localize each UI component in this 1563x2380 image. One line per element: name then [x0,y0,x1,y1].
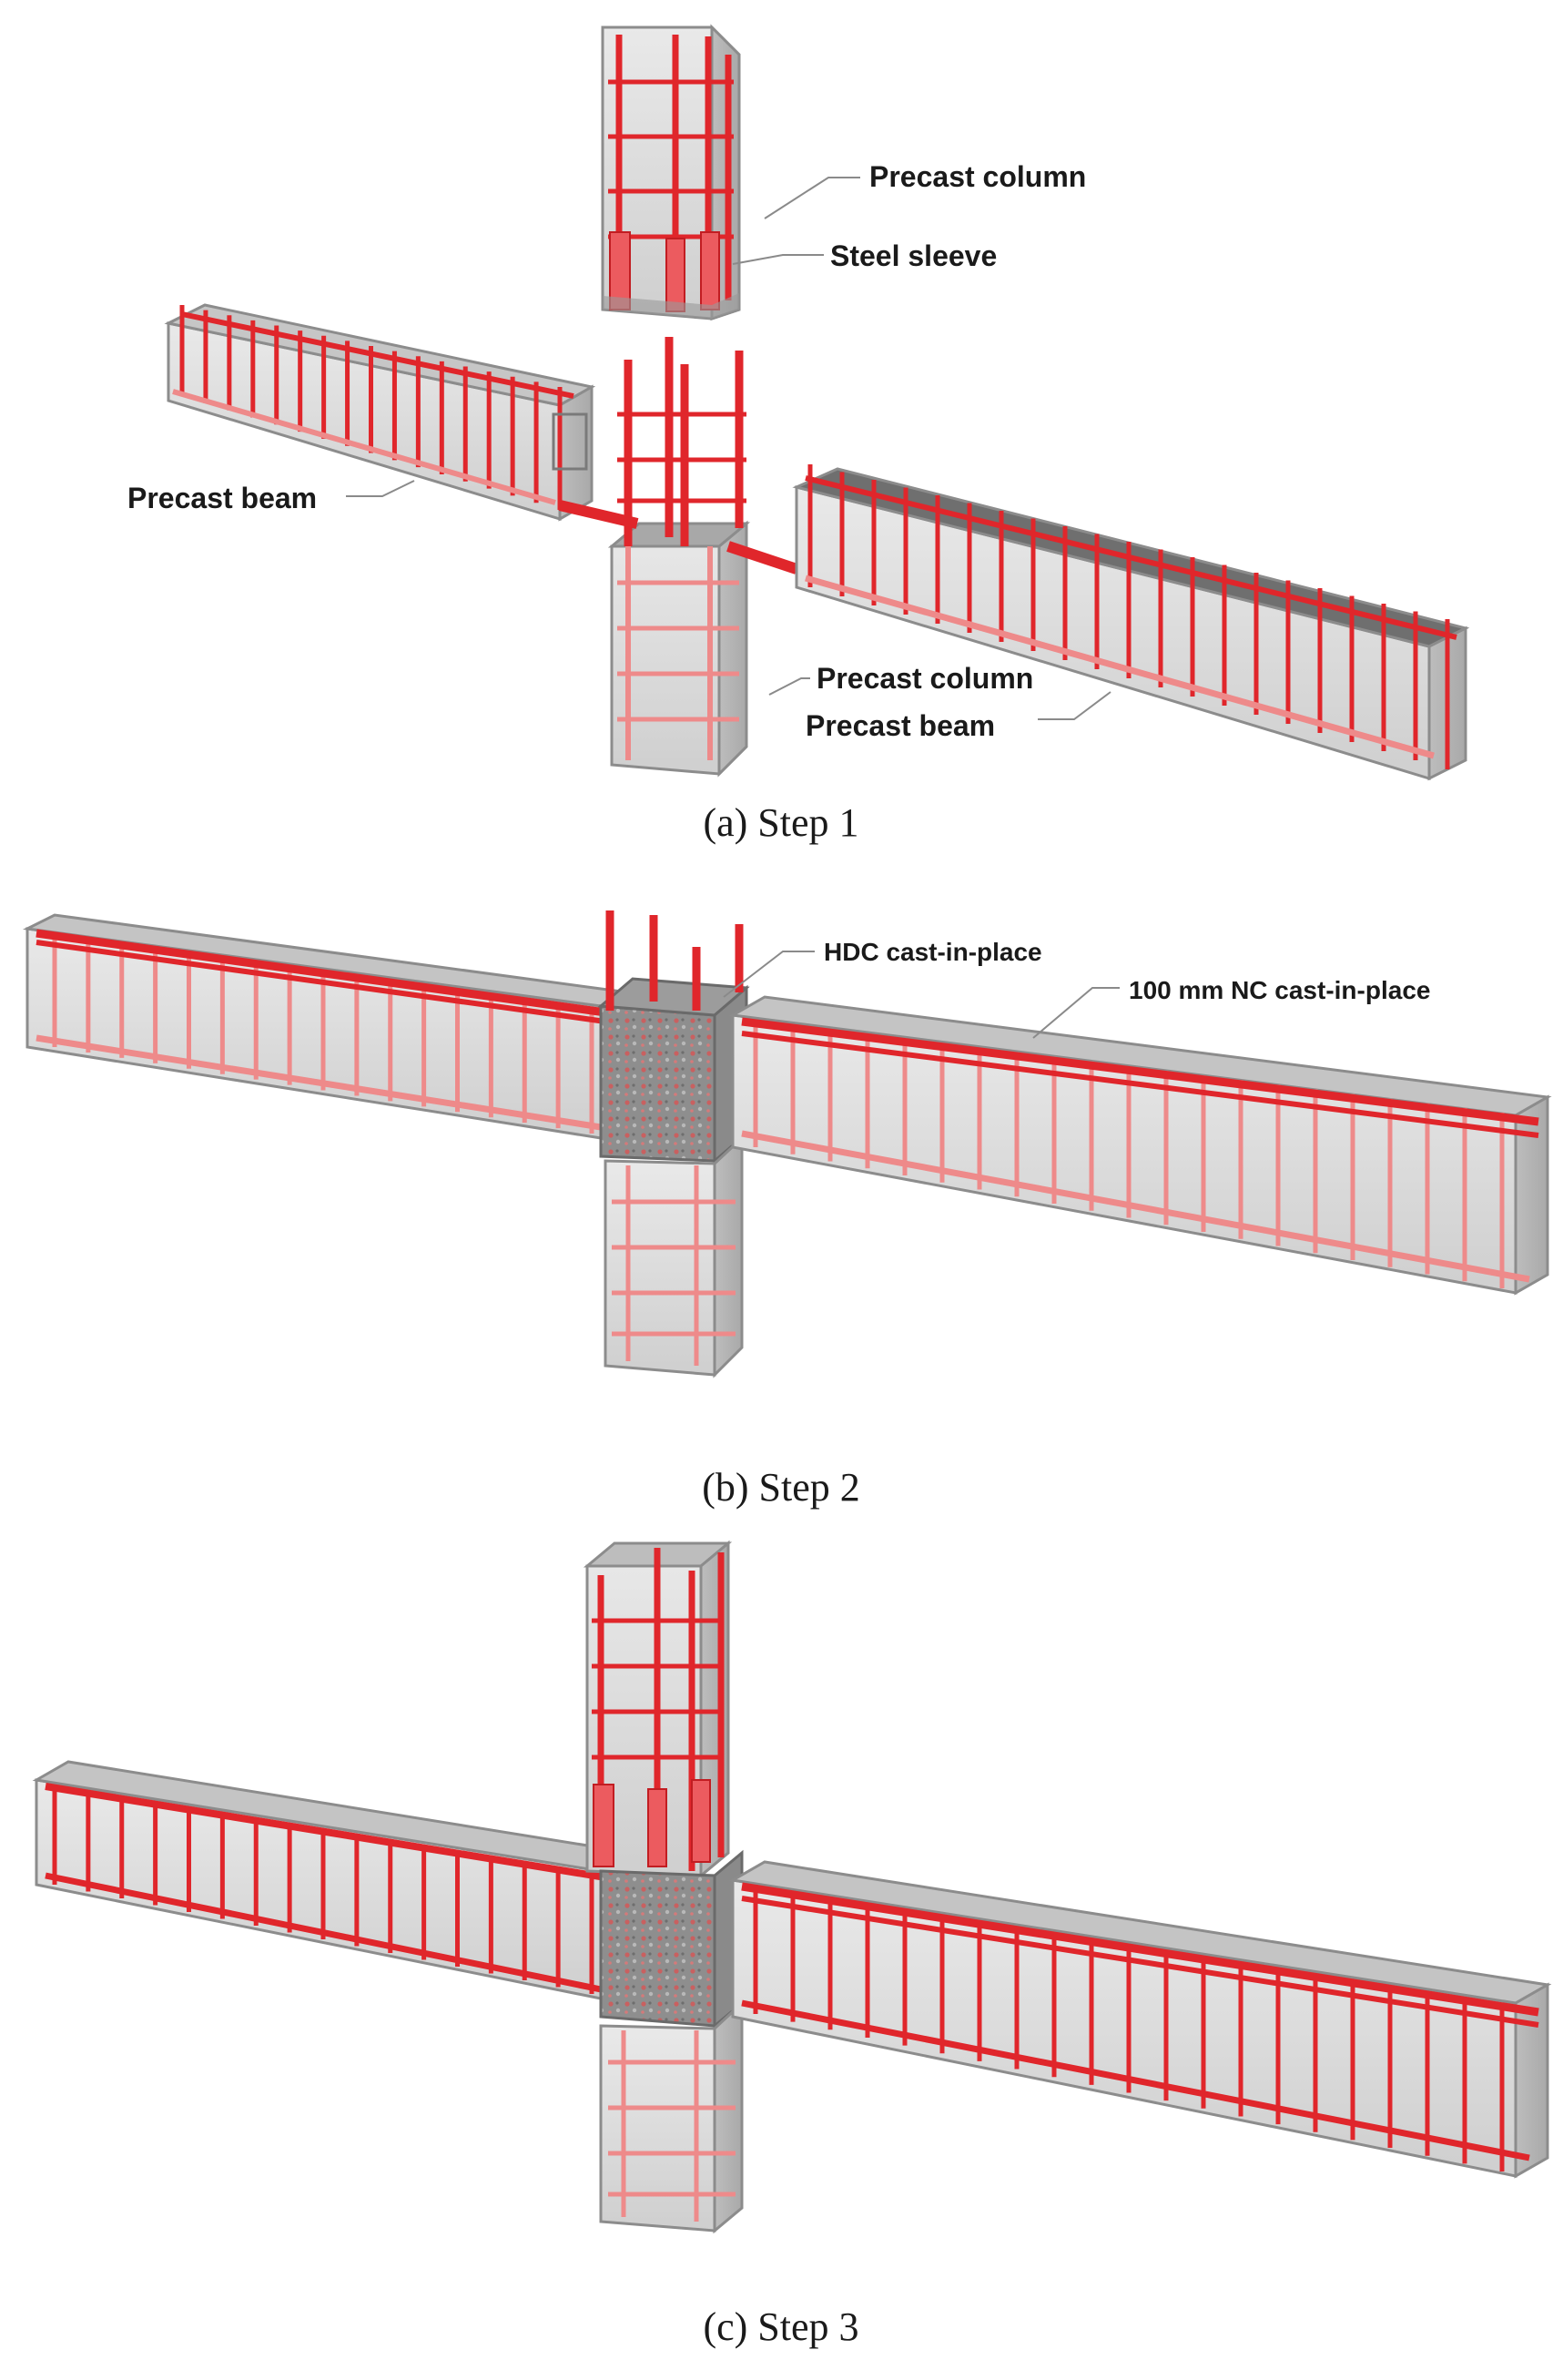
precast-beam-right [792,464,1470,781]
steel-sleeve-c1 [593,1784,614,1867]
column-lower-c [599,1999,744,2234]
caption-c: (c) Step 3 [703,2304,858,2349]
label-precast-beam-right: Precast beam [806,709,995,742]
beam-right-b [728,995,1552,1296]
caption-b: (b) Step 2 [702,1465,860,1510]
label-precast-column-top: Precast column [869,160,1086,193]
label-hdc: HDC cast-in-place [824,938,1042,966]
column-upper-c [583,1540,733,1879]
steel-sleeve-3 [700,231,720,310]
hdc-joint-c [599,1849,744,2029]
steel-sleeve-c2 [647,1788,667,1867]
precast-column-upper [601,24,741,321]
leaders-b [723,951,1120,1039]
label-steel-sleeve: Steel sleeve [830,239,997,272]
label-nc: 100 mm NC cast-in-place [1129,976,1430,1004]
label-precast-beam-left: Precast beam [127,482,317,514]
beam-left-c [32,1760,637,2000]
precast-column-lower [558,337,798,778]
steel-sleeve-2 [665,238,685,312]
label-precast-column-bottom: Precast column [817,662,1033,695]
hdc-joint [597,910,750,1165]
column-lower-b [604,1134,744,1378]
panel-b: HDC cast-in-place 100 mm NC cast-in-plac… [22,910,1552,1510]
panel-c: (c) Step 3 [32,1540,1552,2349]
leaders-a [346,177,1111,720]
beam-right-c [728,1860,1552,2179]
panel-a: Precast column Steel sleeve Precast beam… [127,24,1470,845]
precast-beam-left [164,303,596,522]
caption-a: (a) Step 1 [703,800,858,845]
steel-sleeve-c3 [691,1779,711,1863]
beam-left-b [22,913,634,1140]
